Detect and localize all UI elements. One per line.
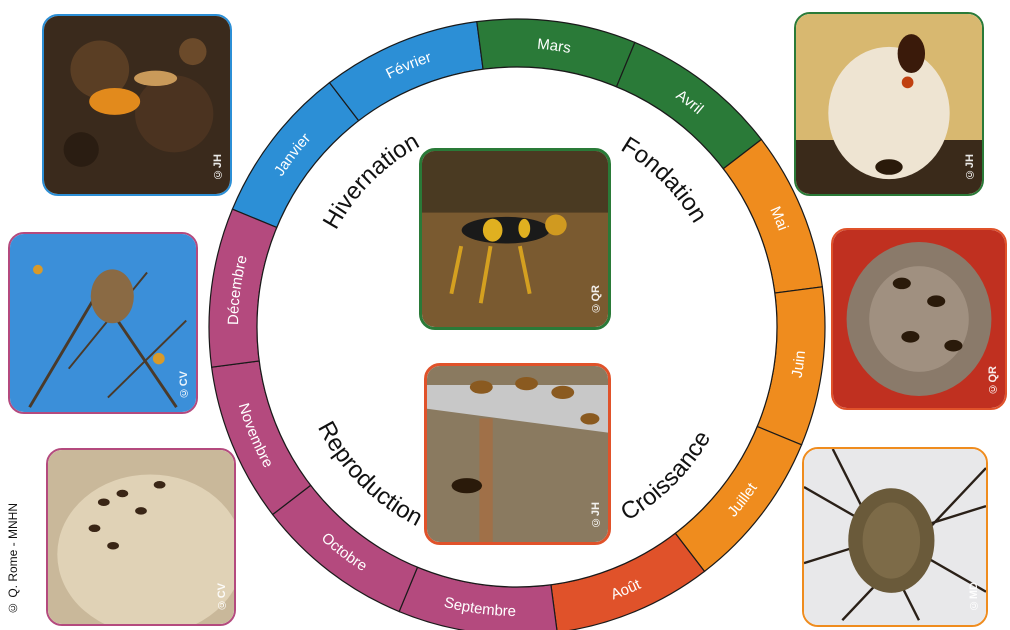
photo-nest-reproductives-scene [48,450,234,624]
photo-credit-0: ©JH [212,154,224,180]
photo-queen-hibernating: ©JH [42,14,232,196]
photo-hornet-hunting: ©JH [424,363,611,545]
photo-nest-branches: ©MD [802,447,988,627]
photo-hornet-hunting-scene [427,366,608,542]
photo-credit-4: ©JH [590,502,602,528]
photo-founding-nest: ©JH [794,12,984,196]
photo-nest-cells: ©QR [831,228,1007,410]
photo-hornet-adult: ©QR [419,148,611,330]
copyright-text: © Q. Rome - MNHN [6,475,20,615]
photo-credit-3: ©QR [590,285,602,314]
photo-nest-in-tree: ©CV [8,232,198,414]
photo-credit-5: ©JH [964,154,976,180]
photo-nest-branches-scene [804,449,986,625]
photo-queen-hibernating-scene [44,16,230,194]
photo-credit-6: ©QR [987,366,999,395]
photo-nest-in-tree-scene [10,234,196,412]
month-label-5: Juin [789,350,809,379]
photo-nest-reproductives: ©CV [46,448,236,626]
photo-founding-nest-scene [796,14,982,194]
photo-credit-7: ©MD [968,582,980,611]
photo-credit-1: ©CV [178,371,190,398]
photo-nest-cells-scene [833,230,1005,408]
photo-hornet-adult-scene [422,151,608,327]
photo-credit-2: ©CV [216,583,228,610]
